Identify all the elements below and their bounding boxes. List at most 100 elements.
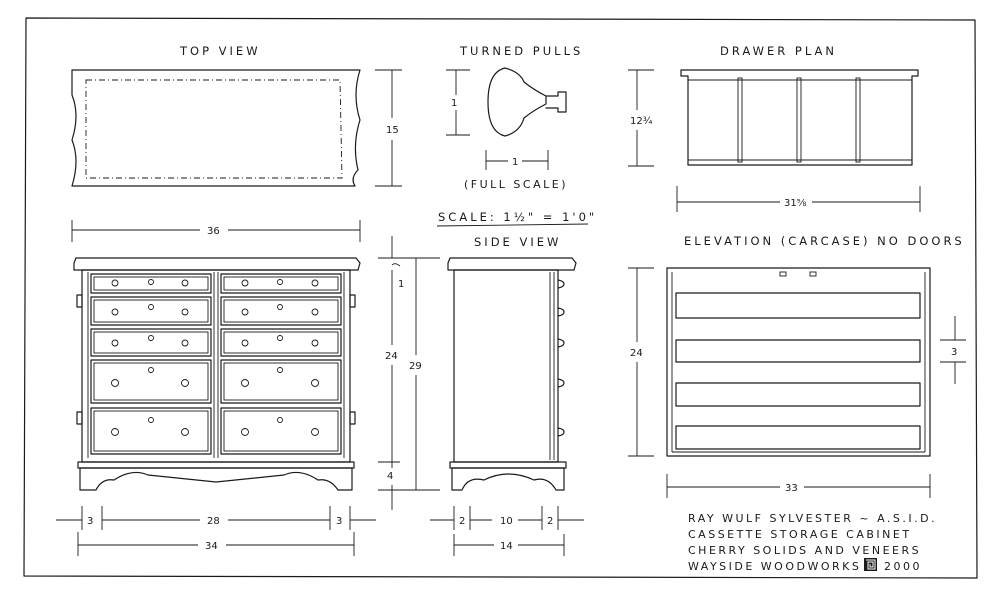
hinge xyxy=(76,411,83,425)
dim-side-overall: 14 xyxy=(500,541,513,552)
full-scale-label: (FULL SCALE) xyxy=(464,178,568,191)
drawer-front xyxy=(220,407,342,455)
drawer-front xyxy=(90,359,212,404)
lock-icon xyxy=(277,304,283,310)
drawer-front xyxy=(220,328,342,357)
pull-icon xyxy=(557,338,565,348)
lock-icon xyxy=(277,417,283,423)
dim-front-case-height: 24 xyxy=(385,351,398,362)
dim-side-center: 10 xyxy=(500,516,513,527)
lock-icon xyxy=(277,279,283,285)
square-spiral-logo-icon xyxy=(864,558,877,571)
lock-icon xyxy=(148,304,154,310)
title-line-3: CHERRY SOLIDS AND VENEERS xyxy=(688,544,921,557)
side-view: SIDE VIEW 2 10 2 14 xyxy=(430,235,584,556)
lock-icon xyxy=(277,367,283,373)
pull-icon xyxy=(181,308,189,316)
drawer-pulls xyxy=(111,279,319,436)
side-top xyxy=(447,257,577,271)
title-line-1: RAY WULF SYLVESTER ~ A.S.I.D. xyxy=(688,512,937,525)
pull-icon xyxy=(241,428,249,436)
lock-icon xyxy=(148,417,154,423)
elevation-label: ELEVATION (CARCASE) NO DOORS xyxy=(684,234,965,248)
top-view: TOP VIEW 15 xyxy=(71,44,402,187)
pull-icon xyxy=(311,379,319,387)
drawer-outline xyxy=(680,69,919,166)
elevation-carcase xyxy=(666,267,931,457)
turned-pulls-label: TURNED PULLS xyxy=(459,44,583,58)
side-view-label: SIDE VIEW xyxy=(474,235,561,249)
pull-icon xyxy=(311,428,319,436)
lock-icon xyxy=(277,335,283,341)
pull-icon xyxy=(557,307,565,317)
drawer-divider xyxy=(855,77,861,163)
pull-icon xyxy=(111,428,119,436)
drawer-panel xyxy=(223,276,339,291)
front-view: 36 xyxy=(56,220,440,556)
pull-icon xyxy=(557,427,565,437)
drawer-panel xyxy=(93,331,209,354)
side-pulls xyxy=(557,279,565,437)
shelf xyxy=(675,339,921,363)
pull-icon xyxy=(111,339,119,347)
title-line-4a: WAYSIDE WOODWORKS xyxy=(688,560,861,573)
lock-icon xyxy=(148,279,154,285)
drawer-front xyxy=(90,328,212,357)
drawer-divider xyxy=(796,77,802,163)
pull-stem xyxy=(545,91,567,113)
shelf xyxy=(675,292,921,319)
drawer-front xyxy=(90,296,212,326)
dim-pull-width: 1 xyxy=(512,157,518,168)
chest-carcase xyxy=(81,269,351,463)
top-view-hidden-line xyxy=(85,79,343,179)
pull-icon xyxy=(557,279,565,289)
scale-label: SCALE: 1½" = 1'0" xyxy=(438,210,597,224)
scale-note: SCALE: 1½" = 1'0" xyxy=(436,210,597,227)
drawer-plan-label: DRAWER PLAN xyxy=(720,44,837,58)
shelf xyxy=(675,382,921,407)
drawer-plan: DRAWER PLAN 12¾ 31⅝ xyxy=(628,44,921,212)
drawer-panel xyxy=(223,331,339,354)
title-line-2: CASSETTE STORAGE CABINET xyxy=(688,528,912,541)
dim-front-base-height: 4 xyxy=(387,471,393,482)
drawer-panel xyxy=(223,362,339,401)
top-view-outline xyxy=(71,69,361,187)
side-base-apron xyxy=(451,467,565,491)
pull-icon xyxy=(311,308,319,316)
title-block: RAY WULF SYLVESTER ~ A.S.I.D. CASSETTE S… xyxy=(688,512,937,573)
dim-pull-height: 1 xyxy=(451,98,457,109)
pull-icon xyxy=(181,379,189,387)
dim-front-left-side: 3 xyxy=(87,516,93,527)
dim-front-top-overhang: 1 xyxy=(398,279,404,290)
pull-knob xyxy=(487,67,547,137)
dim-front-right-side: 3 xyxy=(336,516,342,527)
drawer-front xyxy=(220,359,342,404)
dim-elev-width: 33 xyxy=(785,483,798,494)
dim-front-total-height: 29 xyxy=(409,361,422,372)
drawer-panel xyxy=(223,410,339,452)
pull-icon xyxy=(311,279,319,287)
base-apron xyxy=(79,467,353,491)
shelf xyxy=(675,425,921,450)
hinge xyxy=(349,294,356,308)
drawer-panel xyxy=(93,362,209,401)
pull-icon xyxy=(181,428,189,436)
pull-icon xyxy=(241,279,249,287)
elevation-view: ELEVATION (CARCASE) NO DOORS 24 3 33 xyxy=(628,234,966,498)
hinge xyxy=(76,294,83,308)
side-base-molding xyxy=(449,461,567,469)
dim-front-overall: 34 xyxy=(205,541,218,552)
drawer-panel xyxy=(223,299,339,323)
hinge-mark xyxy=(779,271,787,277)
dim-front-center: 28 xyxy=(207,516,220,527)
drawer-front xyxy=(220,296,342,326)
pull-icon xyxy=(181,279,189,287)
dim-side-right: 2 xyxy=(547,516,553,527)
drawer-front xyxy=(220,273,342,294)
pull-icon xyxy=(311,339,319,347)
pull-icon xyxy=(557,378,565,388)
drawer-divider xyxy=(737,77,743,163)
hinge-mark xyxy=(809,271,817,277)
